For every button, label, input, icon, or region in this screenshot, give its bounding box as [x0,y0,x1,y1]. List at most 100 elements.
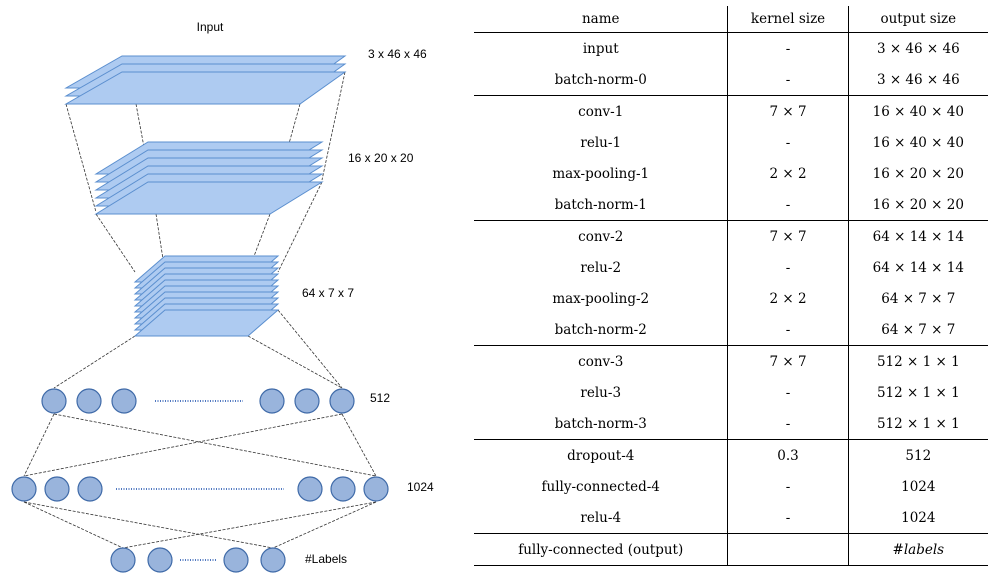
neuron-node [223,547,249,573]
connection-line [155,213,166,273]
label-stack2-size: 16 x 20 x 20 [348,151,414,165]
cell-kernel-size: 2 × 2 [727,158,849,189]
cell-kernel-size: - [727,408,849,440]
header-output-size: output size [848,6,988,33]
neuron-node [76,388,102,414]
cell-kernel-size: - [727,377,849,408]
cell-name: conv-2 [474,220,729,252]
cell-output-size: 16 × 40 × 40 [848,95,988,127]
connection-line [23,413,55,477]
label-output: #Labels [305,552,347,566]
cell-kernel-size: - [727,32,849,64]
cell-kernel-size: - [727,502,849,534]
cell-output-size: 512 [848,439,988,471]
cell-name: batch-norm-0 [474,64,729,96]
header-name: name [474,6,729,33]
cell-name: batch-norm-3 [474,408,729,440]
table-row: relu-1- 16 × 40 × 40 [474,127,988,158]
cell-kernel-size: - [727,314,849,346]
cell-name: input [474,32,729,64]
connection-line [247,335,343,389]
cell-output-size: 16 × 20 × 20 [872,196,964,213]
neuron-node [259,388,285,414]
table-row: relu-4-1024 [474,502,988,534]
cell-output-size: 64 × 7 × 7 [881,290,956,307]
neuron-node [77,476,103,502]
cell-name: batch-norm-1 [474,189,729,221]
neuron-node [41,388,67,414]
cell-name: batch-norm-2 [474,314,729,346]
cell-output-size: 64 × 14 × 14 [872,259,964,276]
cell-name: conv-1 [474,95,729,127]
feature-map-slab [64,71,347,105]
connection-line [122,501,377,549]
header-kernel-size: kernel size [727,6,849,33]
neuron-node [297,476,323,502]
connection-line [277,181,323,273]
table-row: batch-norm-3- 512 × 1 × 1 [474,408,988,440]
neuron-node [363,476,389,502]
table-row: batch-norm-1-16 × 20 × 20 [474,189,988,221]
network-diagram: Input 3 x 46 x 46 16 x 20 x 20 64 x 7 x … [11,20,434,573]
connection-line [95,213,136,273]
connection-line [23,501,274,549]
connection-line [65,103,97,213]
neuron-node [330,476,356,502]
connection-line [272,501,377,549]
cell-kernel-size: 7 × 7 [727,220,849,252]
cell-kernel-size [727,533,849,566]
cell-output-size: 512 × 1 × 1 [876,415,960,432]
cell-name: max-pooling-2 [474,283,729,314]
feature-map-stacks [64,55,347,337]
table-header-row: name kernel size output size [474,6,988,33]
cell-kernel-size: - [727,127,849,158]
connection-line [341,413,377,477]
connection-line [23,413,343,477]
cell-kernel-size: 2 × 2 [727,283,849,314]
cell-output-size: 16 × 40 × 40 [872,134,964,151]
neuron-node [260,547,286,573]
cell-name: relu-2 [474,252,729,283]
neuron-node [294,388,320,414]
cell-kernel-size: - [727,252,849,283]
cell-kernel-size: - [727,471,849,502]
cell-name: max-pooling-1 [474,158,729,189]
cell-output-size: 3 × 46 × 46 [876,71,960,88]
neuron-node [110,547,136,573]
connection-line [53,335,136,389]
connection-line [23,501,124,549]
cell-name: relu-1 [474,127,729,158]
table-row: fully-connected-4-1024 [474,471,988,502]
table-row: relu-3-512 × 1 × 1 [474,377,988,408]
cell-kernel-size: 7 × 7 [727,95,849,127]
neuron-node [11,476,37,502]
table-row: input-3 × 46 × 46 [474,32,988,64]
cell-name: conv-3 [474,345,729,377]
table-row: fully-connected (output)#labels [474,533,988,566]
cell-output-size: #labels [848,533,988,566]
label-fc1024: 1024 [407,480,434,494]
cell-name: relu-3 [474,377,729,408]
connection-line [53,413,377,477]
cell-output-size: 512 × 1 × 1 [848,345,988,377]
table-row: batch-norm-0- 3 × 46 × 46 [474,64,988,96]
cell-name: fully-connected-4 [474,471,729,502]
cell-output-size: 64 × 14 × 14 [848,220,988,252]
connection-line [277,309,343,389]
table-row: relu-2- 64 × 14 × 14 [474,252,988,283]
cell-kernel-size: - [727,64,849,96]
cell-output-size: 16 × 20 × 20 [872,165,964,182]
label-stack3-size: 64 x 7 x 7 [302,286,354,300]
label-input-size: 3 x 46 x 46 [368,47,427,61]
table-row: batch-norm-2-64 × 7 × 7 [474,314,988,346]
feature-map-slab [133,309,280,337]
cell-name: relu-4 [474,502,729,534]
neuron-node [44,476,70,502]
